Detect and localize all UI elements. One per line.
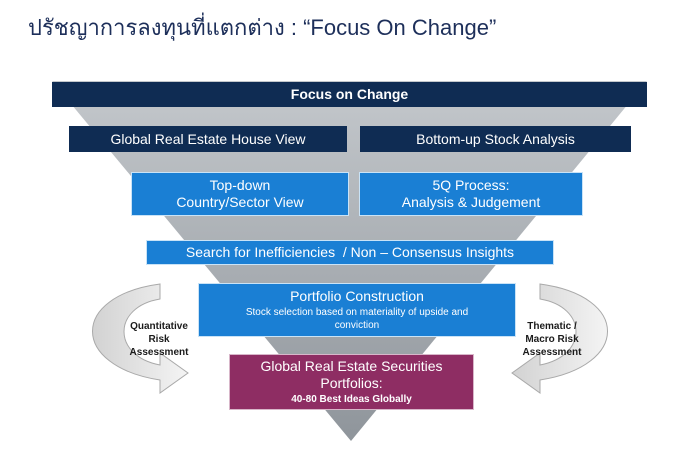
bottom-up-label: Bottom-up Stock Analysis <box>416 130 575 147</box>
securities-portfolios-box: Global Real Estate Securities Portfolios… <box>229 354 474 410</box>
right-loop-arrow <box>511 283 608 394</box>
securities-subtitle: 40-80 Best Ideas Globally <box>291 393 412 405</box>
house-view-label: Global Real Estate House View <box>110 130 306 147</box>
quantitative-risk-label: Quantitative Risk Assessment <box>119 320 199 359</box>
5q-line-2: Analysis & Judgement <box>401 194 541 210</box>
left-label-line-3: Assessment <box>129 347 189 358</box>
banner-label: Focus on Change <box>290 86 409 103</box>
bottom-up-box: Bottom-up Stock Analysis <box>360 126 631 152</box>
left-label-line-1: Quantitative <box>130 321 188 332</box>
inefficiencies-box: Search for Inefficiencies / Non – Consen… <box>146 240 554 265</box>
securities-title-line-2: Portfolios: <box>320 375 383 391</box>
portfolio-construction-box: Portfolio Construction Stock selection b… <box>198 283 516 337</box>
right-label-line-1: Thematic / <box>527 321 577 332</box>
focus-on-change-banner: Focus on Change <box>52 82 647 107</box>
securities-title-line-1: Global Real Estate Securities <box>260 358 443 375</box>
portfolio-subtitle: Stock selection based on materiality of … <box>246 307 468 332</box>
top-down-box: Top-down Country/Sector View <box>131 172 349 216</box>
securities-title: Global Real Estate Securities Portfolios… <box>260 358 442 392</box>
portfolio-subtitle-line-1: Stock selection based on materiality of … <box>245 307 469 319</box>
right-label-line-3: Assessment <box>522 347 582 358</box>
top-down-line-1: Top-down <box>209 177 271 194</box>
right-label-line-2: Macro Risk <box>525 334 579 345</box>
thematic-macro-risk-label: Thematic / Macro Risk Assessment <box>512 320 592 359</box>
portfolio-title: Portfolio Construction <box>290 287 424 304</box>
portfolio-subtitle-line-2: conviction <box>334 319 380 331</box>
5q-line-1: 5Q Process: <box>432 177 510 194</box>
5q-process-box: 5Q Process: Analysis & Judgement <box>359 172 583 216</box>
page-title: ปรัชญาการลงทุนที่แตกต่าง : “Focus On Cha… <box>28 15 497 40</box>
inefficiencies-label: Search for Inefficiencies / Non – Consen… <box>185 244 515 261</box>
left-label-line-2: Risk <box>148 334 170 345</box>
top-down-line-2: Country/Sector View <box>176 194 304 210</box>
house-view-box: Global Real Estate House View <box>69 126 347 152</box>
left-loop-arrow <box>92 283 189 394</box>
